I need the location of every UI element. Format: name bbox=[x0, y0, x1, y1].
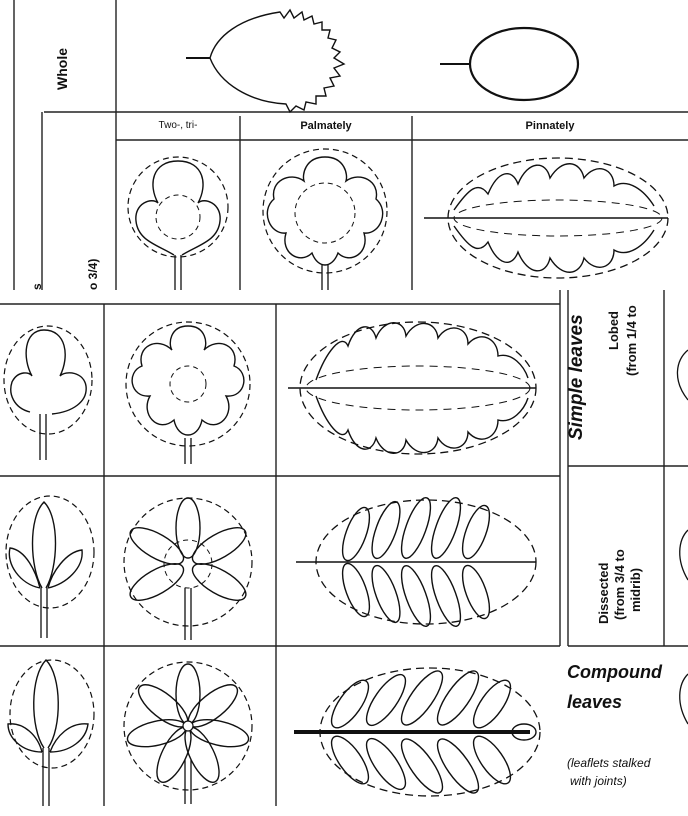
palmate-lobed-leaf-icon-2 bbox=[114, 310, 274, 470]
col-header-palmately: Palmately bbox=[240, 120, 412, 132]
pinnate-lobed-leaf-icon bbox=[286, 312, 546, 472]
right-edge-leaf-fragments bbox=[666, 290, 688, 810]
trilobed-leaf-lobed-icon bbox=[0, 310, 100, 470]
compound-note-line-2: with joints) bbox=[570, 774, 627, 788]
lobed-label: Lobed bbox=[606, 311, 621, 350]
palmate-lobed-leaf-icon bbox=[250, 145, 410, 295]
col-header-two-tri: Two-, tri- bbox=[118, 120, 238, 131]
compound-label-line-1: Compound bbox=[567, 662, 662, 683]
dissected-range-label-1: (from 3/4 to bbox=[612, 549, 627, 620]
row-label-whole: Whole bbox=[54, 48, 70, 90]
dissected-range-label-2: midrib) bbox=[628, 568, 643, 612]
cut-label-1: s bbox=[30, 283, 44, 290]
dissected-label: Dissected bbox=[596, 563, 611, 624]
cut-label-2: o 3/4) bbox=[86, 259, 100, 290]
pinnate-compound-leaf-icon bbox=[290, 656, 550, 816]
simple-leaves-label: Simple leaves bbox=[566, 314, 588, 440]
serrate-leaf-icon bbox=[180, 6, 380, 116]
trifoliate-compound-leaf-icon bbox=[0, 652, 100, 812]
lobed-range-label: (from 1/4 to bbox=[624, 305, 639, 376]
compound-note-line-1: (leaflets stalked bbox=[567, 756, 650, 770]
pinnate-lobed-leaf-top-icon bbox=[418, 150, 688, 290]
pinnate-dissected-leaf-icon bbox=[286, 490, 546, 650]
trifoliate-dissected-leaf-icon bbox=[0, 488, 100, 648]
trilobed-leaf-icon bbox=[118, 145, 238, 295]
col-header-pinnately: Pinnately bbox=[412, 120, 688, 132]
entire-leaf-icon bbox=[440, 18, 688, 108]
palmate-compound-leaf-icon bbox=[114, 650, 274, 810]
palmate-dissected-leaf-icon bbox=[114, 488, 274, 648]
compound-label-line-2: leaves bbox=[567, 692, 622, 713]
